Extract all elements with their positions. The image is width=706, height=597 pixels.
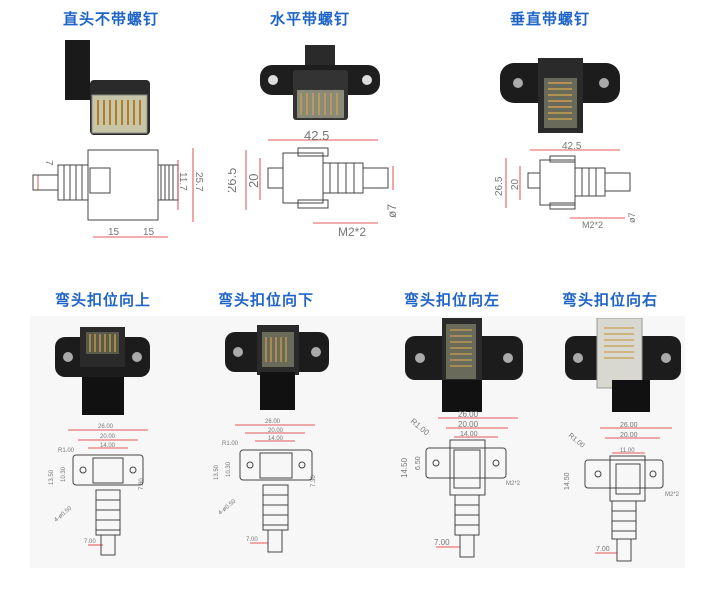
dim-h-screw: M2*2 xyxy=(338,225,366,239)
dim-left-w20: 20.00 xyxy=(458,420,479,429)
dim-straight-outer: 25.7 xyxy=(193,172,204,192)
drawing-up: 26.00 20.00 14.00 R1.00 13.50 10.30 7.30… xyxy=(49,424,148,556)
dim-down-w14: 14.00 xyxy=(268,436,284,442)
dim-right-w20: 20.00 xyxy=(620,432,638,439)
dim-down-d700: 7.00 xyxy=(246,537,258,543)
dim-h-width: 42.5 xyxy=(304,128,329,143)
title-up: 弯头扣位向上 xyxy=(55,291,152,309)
dim-v-inner: 20 xyxy=(510,178,521,190)
dim-right-h1450: 14.50 xyxy=(564,472,571,490)
drawing-vertical: 42.5 26.5 20 ø7 M2*2 xyxy=(494,141,637,230)
drawing-right: 26.00 20.00 11.00 R1.00 14.50 M2*2 7.00 xyxy=(564,422,680,562)
dim-straight-d: 7 xyxy=(43,160,54,166)
dim-up-r: R1.00 xyxy=(58,448,75,454)
dim-right-w26: 26.00 xyxy=(620,422,638,429)
dim-up-w26: 26.00 xyxy=(98,424,114,430)
dim-right-screw: M2*2 xyxy=(665,492,680,498)
photo-down xyxy=(225,325,329,410)
drawing-left: 26.00 20.00 14.00 R1.00 14.50 6.50 M2*2 … xyxy=(400,410,521,558)
dim-straight-w1: 15 xyxy=(108,227,120,238)
dim-straight-h: 11.7 xyxy=(177,172,188,191)
title-right: 弯头扣位向右 xyxy=(562,291,659,309)
dim-h-inner: 20 xyxy=(246,174,261,188)
dim-down-r: R1.00 xyxy=(222,441,239,447)
photo-right xyxy=(565,318,681,412)
dim-down-w26: 26.00 xyxy=(265,419,281,425)
dim-up-h1030: 10.30 xyxy=(61,466,67,482)
dim-v-width: 42.5 xyxy=(562,141,582,152)
dim-left-r: R1.00 xyxy=(409,417,432,438)
dim-down-h1350: 13.50 xyxy=(214,464,220,480)
drawing-horizontal: 42.5 26.5 20 ø7 M2*2 xyxy=(228,128,399,239)
dim-right-r: R1.00 xyxy=(567,432,586,449)
dim-left-w26: 26.00 xyxy=(458,410,479,419)
dim-up-holes: 4-ø0.50 xyxy=(53,505,73,523)
dim-up-w14: 14.00 xyxy=(100,443,116,449)
dim-left-h1450: 14.50 xyxy=(400,457,409,478)
dim-left-h650: 6.50 xyxy=(415,456,422,470)
dim-h-dia: ø7 xyxy=(385,204,399,218)
title-down: 弯头扣位向下 xyxy=(218,291,315,309)
dim-v-screw: M2*2 xyxy=(582,220,603,230)
title-horizontal: 水平带螺钉 xyxy=(270,10,351,28)
title-straight: 直头不带螺钉 xyxy=(63,10,160,28)
title-left: 弯头扣位向左 xyxy=(404,291,501,309)
dim-h-height: 26.5 xyxy=(228,168,239,193)
dim-down-h1030: 10.30 xyxy=(226,461,232,477)
dim-left-d700: 7.00 xyxy=(434,538,450,547)
dim-v-height: 26.5 xyxy=(494,176,505,196)
photo-left xyxy=(405,318,523,412)
photo-horizontal xyxy=(260,45,380,120)
dim-left-w14: 14.00 xyxy=(460,431,478,438)
photo-vertical xyxy=(500,58,620,133)
dim-down-w20: 20.00 xyxy=(268,428,284,434)
dim-up-h1350: 13.50 xyxy=(49,469,55,485)
title-vertical: 垂直带螺钉 xyxy=(510,10,591,28)
drawing-straight: 7 11.7 25.7 15 15 xyxy=(32,148,204,238)
dim-down-h730: 7.30 xyxy=(311,475,317,487)
dim-right-w1100: 11.00 xyxy=(620,448,635,454)
dim-right-d700: 7.00 xyxy=(596,546,610,553)
dim-down-holes: 4-ø0.50 xyxy=(217,498,237,516)
dim-up-w20: 20.00 xyxy=(100,434,116,440)
dim-left-screw: M2*2 xyxy=(506,481,521,487)
dim-straight-w2: 15 xyxy=(143,227,155,238)
dim-up-d700: 7.00 xyxy=(84,539,96,545)
dim-v-dia: ø7 xyxy=(627,212,637,223)
photo-straight xyxy=(65,40,150,135)
drawing-down: 26.00 20.00 14.00 R1.00 13.50 10.30 7.30… xyxy=(214,419,317,553)
photo-up xyxy=(55,327,150,415)
